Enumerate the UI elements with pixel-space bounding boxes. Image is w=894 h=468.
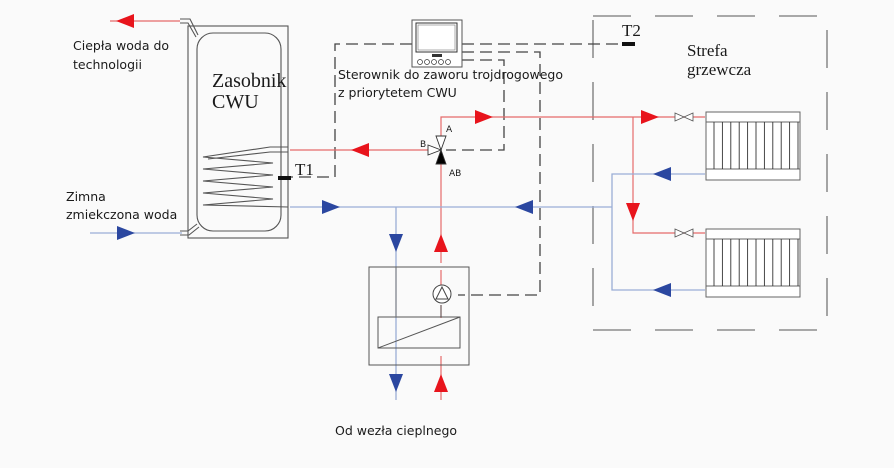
heat-exchanger-module (368, 266, 470, 366)
dhw-tank (180, 18, 289, 239)
supply-flow-arrow-icon (475, 110, 493, 124)
heating-zone-label-line2: grzewcza (687, 60, 752, 79)
hot-water-label-line2: technologii (73, 57, 142, 72)
supply-flow-arrow-icon (434, 374, 448, 392)
valve-port-ab: AB (449, 169, 461, 179)
sensor-t2-icon (622, 42, 635, 46)
controller-label-line2: z priorytetem CWU (338, 85, 457, 100)
valve-port-a: A (446, 125, 453, 135)
tank-label-line2: CWU (212, 91, 259, 113)
sensor-t1-icon (278, 176, 291, 180)
controller-label-line1: Sterownik do zaworu trojdrogowego (338, 67, 563, 82)
supply-flow-arrow-icon (641, 110, 659, 124)
tank-label-line1: Zasobnik (212, 70, 286, 92)
controller-icon (411, 19, 463, 68)
supply-flow-arrow-icon (351, 143, 369, 157)
pump-icon (432, 284, 452, 304)
supply-flow-arrow-icon (626, 203, 640, 221)
control-wiring (290, 43, 627, 296)
radiator-upper (705, 111, 801, 181)
return-flow-arrow-icon (389, 234, 403, 252)
heating-zone-boundary (592, 15, 828, 331)
return-flow-arrow-icon (515, 200, 533, 214)
radiator-fins (713, 122, 799, 286)
radiator-valve-upper-icon (674, 112, 694, 122)
return-flow-arrow-icon (322, 200, 340, 214)
hot-water-label-line1: Ciepła woda do (73, 38, 169, 53)
return-pipes (90, 173, 705, 400)
supply-flow-arrow-icon (434, 234, 448, 252)
supply-flow-arrow-icon (116, 14, 134, 28)
valve-port-b: B (420, 140, 426, 150)
heating-zone-label-line1: Strefa (687, 41, 728, 60)
heat-source-label: Od wezła cieplnego (335, 423, 457, 438)
return-flow-arrow-icon (117, 226, 135, 240)
cold-water-label-line2: zmiekczona woda (66, 207, 177, 222)
return-flow-arrow-icon (389, 374, 403, 392)
return-flow-arrow-icon (653, 167, 671, 181)
radiator-lower (705, 228, 801, 298)
radiator-valve-lower-icon (674, 228, 694, 238)
three-way-valve-icon (427, 135, 447, 165)
sensor-t2-label: T2 (622, 21, 641, 40)
sensor-t1-label: T1 (295, 160, 314, 179)
cold-water-label-line1: Zimna (66, 189, 106, 204)
return-flow-arrow-icon (653, 283, 671, 297)
